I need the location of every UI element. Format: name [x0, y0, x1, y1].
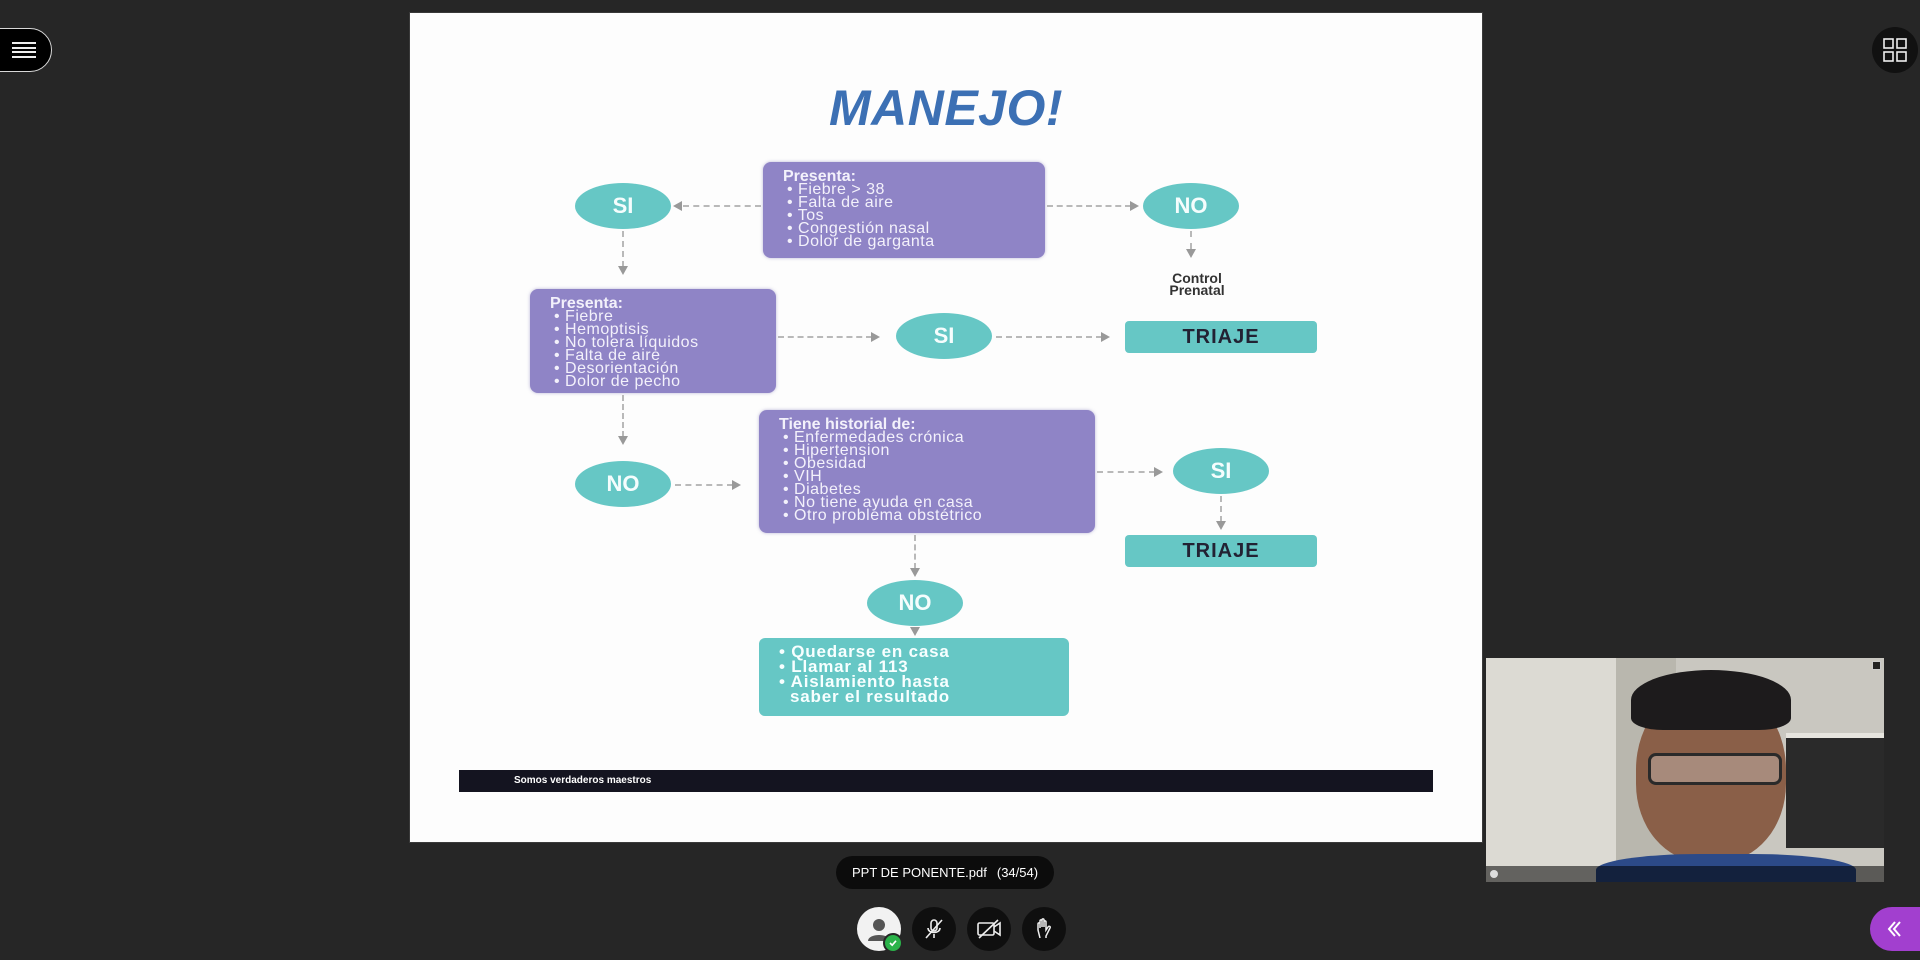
- video-options-icon[interactable]: [1872, 661, 1881, 670]
- camera-off-icon: [977, 919, 1001, 939]
- list-item: • Otro problema obstétrico: [783, 507, 983, 524]
- presenter-hair: [1631, 670, 1791, 730]
- menu-button[interactable]: [0, 28, 52, 72]
- flow-triaje-node: TRIAJE: [1125, 535, 1317, 567]
- layout-toggle-button[interactable]: [1872, 27, 1918, 73]
- box-heading: Presenta:: [783, 168, 856, 185]
- slide-footer-bar: Somos verdaderos maestros: [459, 770, 1433, 792]
- flow-no-node: NO: [575, 461, 671, 507]
- control-label-line: Control: [1172, 270, 1222, 286]
- control-label-line: Prenatal: [1169, 282, 1225, 298]
- video-background: [1486, 658, 1616, 882]
- arrow-down-icon: [1216, 521, 1226, 530]
- user-status-button[interactable]: [857, 907, 903, 953]
- flow-triaje-node: TRIAJE: [1125, 321, 1317, 353]
- box-heading: Tiene historial de:: [779, 416, 916, 433]
- list-item: • Falta de aire: [554, 347, 661, 364]
- arrow-right-icon: [732, 480, 741, 490]
- arrow-down-icon: [1186, 249, 1196, 258]
- list-item: • No tolera líquidos: [554, 334, 699, 351]
- mute-microphone-button[interactable]: [912, 907, 956, 951]
- arrow-down-icon: [618, 266, 628, 275]
- list-item: • Dolor de garganta: [787, 233, 935, 250]
- list-item: • Falta de aire: [787, 194, 894, 211]
- check-icon: [883, 933, 903, 953]
- flow-connector: [1097, 471, 1155, 473]
- flow-connector: [622, 395, 624, 437]
- list-item: • Aislamiento hasta: [779, 672, 950, 691]
- flow-box-presenta-2: Presenta: • Fiebre • Hemoptisis • No tol…: [530, 289, 776, 393]
- control-prenatal-label: Control Prenatal: [1122, 270, 1272, 298]
- arrow-right-icon: [871, 332, 880, 342]
- double-chevron-left-icon: [1887, 921, 1901, 937]
- user-avatar-icon: [1490, 870, 1498, 878]
- list-item: • Fiebre: [554, 308, 614, 325]
- raise-hand-button[interactable]: [1022, 907, 1066, 951]
- list-item: • Congestión nasal: [787, 220, 930, 237]
- presentation-slide: MANEJO! Presenta: • Fiebre > 38 • Falta …: [410, 13, 1482, 842]
- flow-connector: [675, 484, 733, 486]
- flow-no-node: NO: [1143, 183, 1239, 229]
- arrow-right-icon: [1101, 332, 1110, 342]
- list-item: • Tos: [787, 207, 825, 224]
- microphone-off-icon: [925, 919, 943, 939]
- document-label: PPT DE PONENTE.pdf (34/54): [836, 856, 1055, 889]
- hamburger-icon: [12, 40, 36, 61]
- list-item: • Diabetes: [783, 481, 862, 498]
- flow-box-presenta-1: Presenta: • Fiebre > 38 • Falta de aire …: [763, 162, 1045, 258]
- list-item: • Hemoptisis: [554, 321, 650, 338]
- list-item: • Dolor de pecho: [554, 373, 681, 390]
- presenter-glasses: [1648, 753, 1782, 785]
- arrow-right-icon: [1154, 467, 1163, 477]
- expand-panel-button[interactable]: [1870, 907, 1920, 951]
- list-item: • VIH: [783, 468, 823, 485]
- flow-connector: [683, 205, 761, 207]
- grid-icon: [1883, 38, 1907, 62]
- box-heading: Presenta:: [550, 295, 623, 312]
- presenter-video[interactable]: [1486, 658, 1884, 882]
- raise-hand-icon: [1037, 918, 1051, 939]
- footer-text: Somos verdaderos maestros: [514, 775, 652, 786]
- list-item: • Hipertension: [783, 442, 890, 459]
- flow-si-node: SI: [575, 183, 671, 229]
- presenter-name-bar: [1486, 866, 1884, 882]
- list-item: saber el resultado: [779, 687, 950, 706]
- list-item: • Llamar al 113: [779, 657, 909, 676]
- flow-connector: [996, 336, 1102, 338]
- list-item: • No tiene ayuda en casa: [783, 494, 974, 511]
- flow-connector: [778, 336, 872, 338]
- flow-connector: [1047, 205, 1131, 207]
- flow-connector: [1220, 496, 1222, 522]
- flow-connector: [622, 231, 624, 267]
- session-controls: [857, 907, 1066, 953]
- arrow-right-icon: [1130, 201, 1139, 211]
- list-item: • Desorientación: [554, 360, 679, 377]
- arrow-down-icon: [618, 436, 628, 445]
- flow-connector: [914, 535, 916, 569]
- slide-title: MANEJO!: [828, 80, 1064, 136]
- arrow-down-icon: [910, 568, 920, 577]
- flow-connector: [1190, 231, 1192, 249]
- list-item: • Enfermedades crónica: [783, 429, 965, 446]
- arrow-left-icon: [673, 201, 682, 211]
- document-name: PPT DE PONENTE.pdf: [852, 865, 987, 880]
- flow-si-node: SI: [896, 313, 992, 359]
- flow-final-box: • Quedarse en casa • Llamar al 113 • Ais…: [759, 638, 1069, 716]
- list-item: • Obesidad: [783, 455, 867, 472]
- list-item: • Fiebre > 38: [787, 181, 885, 198]
- camera-toggle-button[interactable]: [967, 907, 1011, 951]
- document-page: (34/54): [996, 865, 1039, 880]
- arrow-down-icon: [910, 627, 920, 636]
- list-item: • Quedarse en casa: [779, 642, 950, 661]
- flow-box-historial: Tiene historial de: • Enfermedades cróni…: [759, 410, 1095, 533]
- flow-no-node: NO: [867, 580, 963, 626]
- flow-si-node: SI: [1173, 448, 1269, 494]
- video-background: [1786, 738, 1884, 848]
